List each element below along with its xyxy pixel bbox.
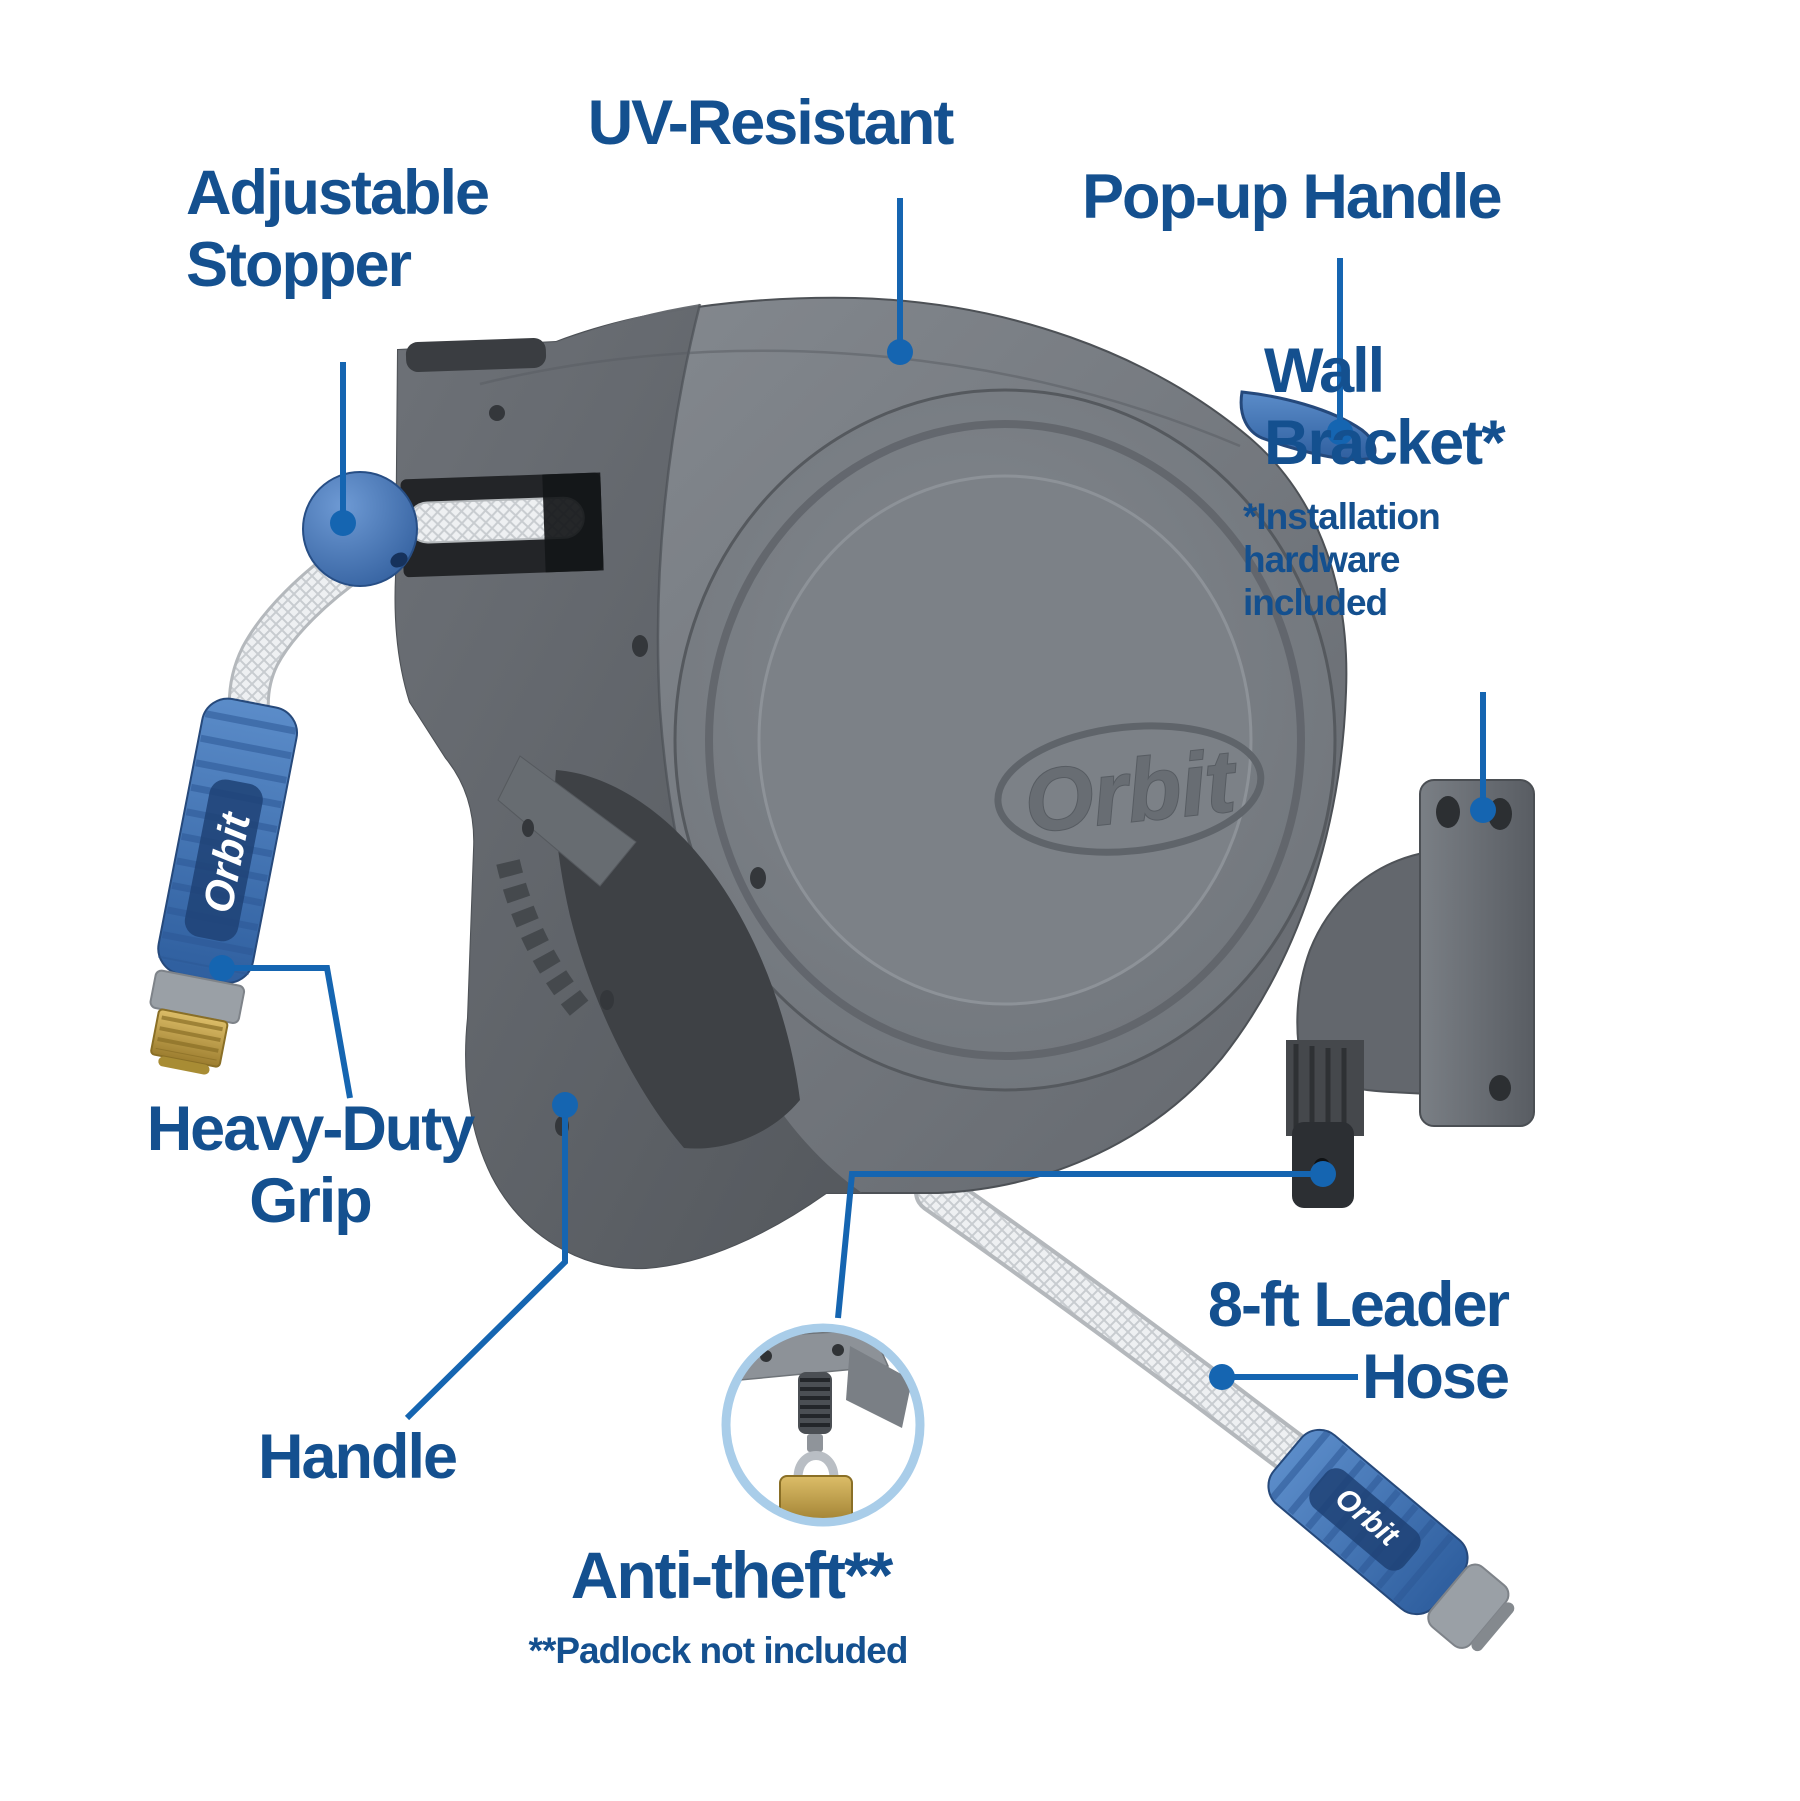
callout-dot	[209, 955, 235, 981]
callout-dot	[330, 510, 356, 536]
bracket-plate	[1419, 779, 1535, 1127]
bracket-screw-hole	[1489, 1075, 1511, 1101]
label-handle: Handle	[258, 1422, 458, 1492]
wall-bracket	[1286, 779, 1535, 1208]
brass-connector	[150, 1008, 229, 1075]
handle-grip-ribs	[496, 859, 594, 1022]
label-leader-hose: 8-ft Leader Hose	[1207, 1270, 1510, 1412]
callout-lines	[222, 198, 1486, 1421]
padlock-icon	[779, 1451, 853, 1518]
label-wall-bracket: Wall Bracket*	[1264, 336, 1506, 478]
leader-hose: Orbit	[914, 1170, 1515, 1652]
label-uv-resistant: UV-Resistant	[587, 88, 955, 158]
top-slot	[405, 337, 547, 373]
hose-grip: Orbit	[1267, 1428, 1515, 1652]
label-heavy-duty-grip: Heavy-Duty Grip	[146, 1094, 476, 1236]
leader-line-anti-theft	[835, 1171, 1323, 1319]
leader-line-handle	[404, 1105, 568, 1421]
callout-dot	[1310, 1161, 1336, 1187]
callout-dot	[1327, 419, 1353, 445]
stopper-ball	[302, 471, 418, 587]
bracket-screw-hole	[1436, 796, 1460, 828]
callout-dot	[887, 339, 913, 365]
anti-theft-inset	[721, 1323, 925, 1527]
callout-dots	[209, 339, 1496, 1390]
reel-disc: Orbit	[673, 388, 1337, 1092]
orbit-logo-text: Orbit	[1020, 730, 1243, 851]
reel-body: Orbit	[394, 296, 1377, 1270]
front-grip: Orbit	[149, 697, 298, 1075]
note-padlock-not-included: **Padlock not included	[528, 1630, 909, 1671]
hose-exit-window	[400, 472, 604, 578]
label-anti-theft: Anti-theft**	[570, 1538, 894, 1612]
note-installation-hardware: *Installation hardware included	[1243, 496, 1441, 623]
front-hose-assembly: Orbit	[149, 471, 418, 1075]
label-adjustable-stopper: Adjustable Stopper	[186, 158, 490, 300]
callout-dot	[1470, 797, 1496, 823]
label-popup-handle: Pop-up Handle	[1082, 162, 1502, 232]
callout-dot	[1209, 1364, 1235, 1390]
leader-line-heavy-duty-grip	[222, 965, 353, 1099]
callout-dot	[552, 1092, 578, 1118]
orbit-logo: Orbit	[994, 722, 1265, 856]
bracket-hinge	[1286, 1040, 1364, 1136]
